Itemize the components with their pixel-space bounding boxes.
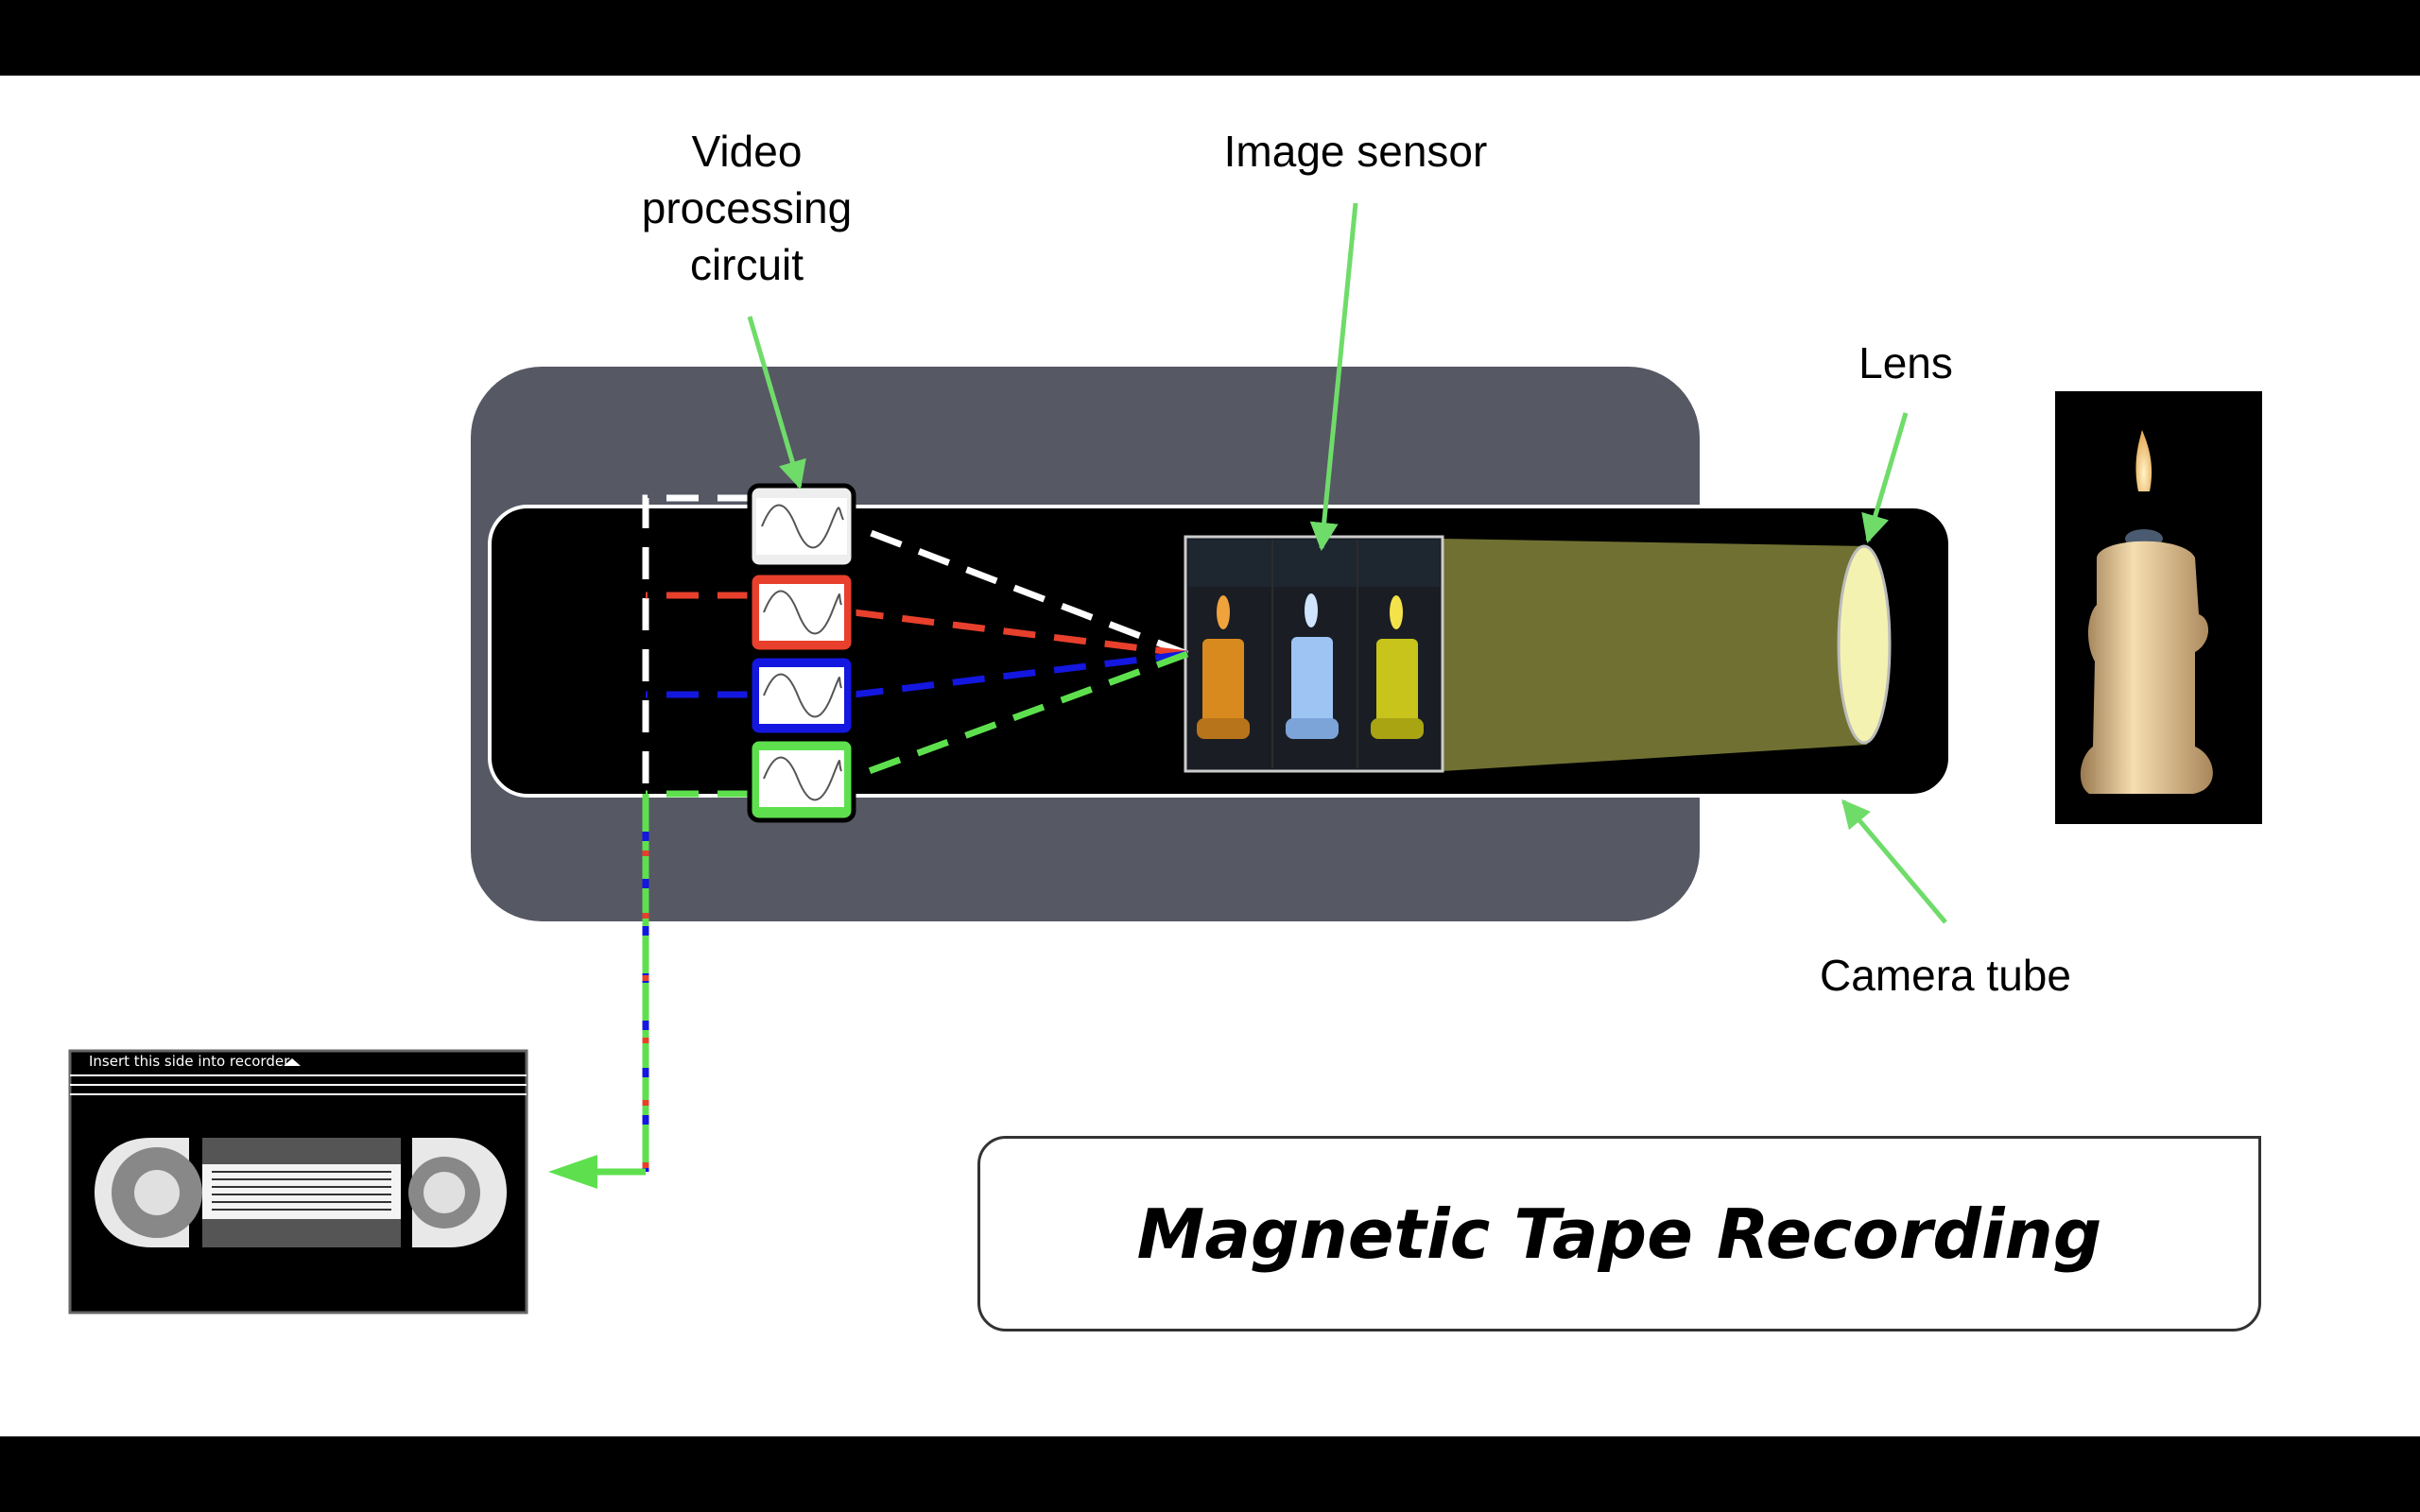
label-line: processing <box>641 183 853 232</box>
circuit-red <box>747 570 856 655</box>
lens <box>1837 544 1892 745</box>
cassette-label: Insert this side into recorder <box>89 1053 290 1070</box>
sine-wave-icon <box>763 590 842 635</box>
sensor-candle-blue <box>1286 593 1339 739</box>
arrow-image-sensor <box>1309 202 1358 551</box>
arrow-lens <box>1861 412 1909 543</box>
pointer-arrows <box>747 202 1947 924</box>
signal-line-green <box>852 650 1189 781</box>
image-sensor <box>1184 535 1444 773</box>
arrow-camera-tube <box>1841 799 1947 924</box>
slide-title: Magnetic Tape Recording <box>1136 1194 2102 1274</box>
vhs-cassette-icon: Insert this side into recorder <box>68 1049 528 1314</box>
bus-lines <box>642 494 750 798</box>
signal-line-blue <box>853 650 1188 698</box>
label-image-sensor: Image sensor <box>1223 127 1488 176</box>
candle-photo <box>2055 391 2262 824</box>
signal-line-white <box>852 523 1189 658</box>
circuit-white <box>747 483 856 570</box>
circuit-blue <box>747 653 856 738</box>
sensor-candle-orange <box>1197 595 1250 739</box>
sine-wave-icon <box>763 756 842 801</box>
label-lens: Lens <box>1858 338 1953 387</box>
circuit-green <box>747 736 856 823</box>
label-video-processing-circuit: Video processing circuit <box>605 123 889 293</box>
label-line: Video <box>691 127 803 176</box>
signal-line-red <box>853 609 1188 658</box>
combined-signal-line <box>548 794 649 1189</box>
sensor-candle-yellow <box>1371 595 1424 739</box>
arrow-video-processing <box>747 316 806 490</box>
label-camera-tube: Camera tube <box>1820 951 2071 1000</box>
sine-wave-icon <box>761 504 844 549</box>
light-cone <box>1443 539 1867 771</box>
title-box: Magnetic Tape Recording <box>977 1136 2261 1332</box>
signal-lines <box>852 523 1189 781</box>
label-line: circuit <box>689 240 804 289</box>
sine-wave-icon <box>763 673 842 718</box>
